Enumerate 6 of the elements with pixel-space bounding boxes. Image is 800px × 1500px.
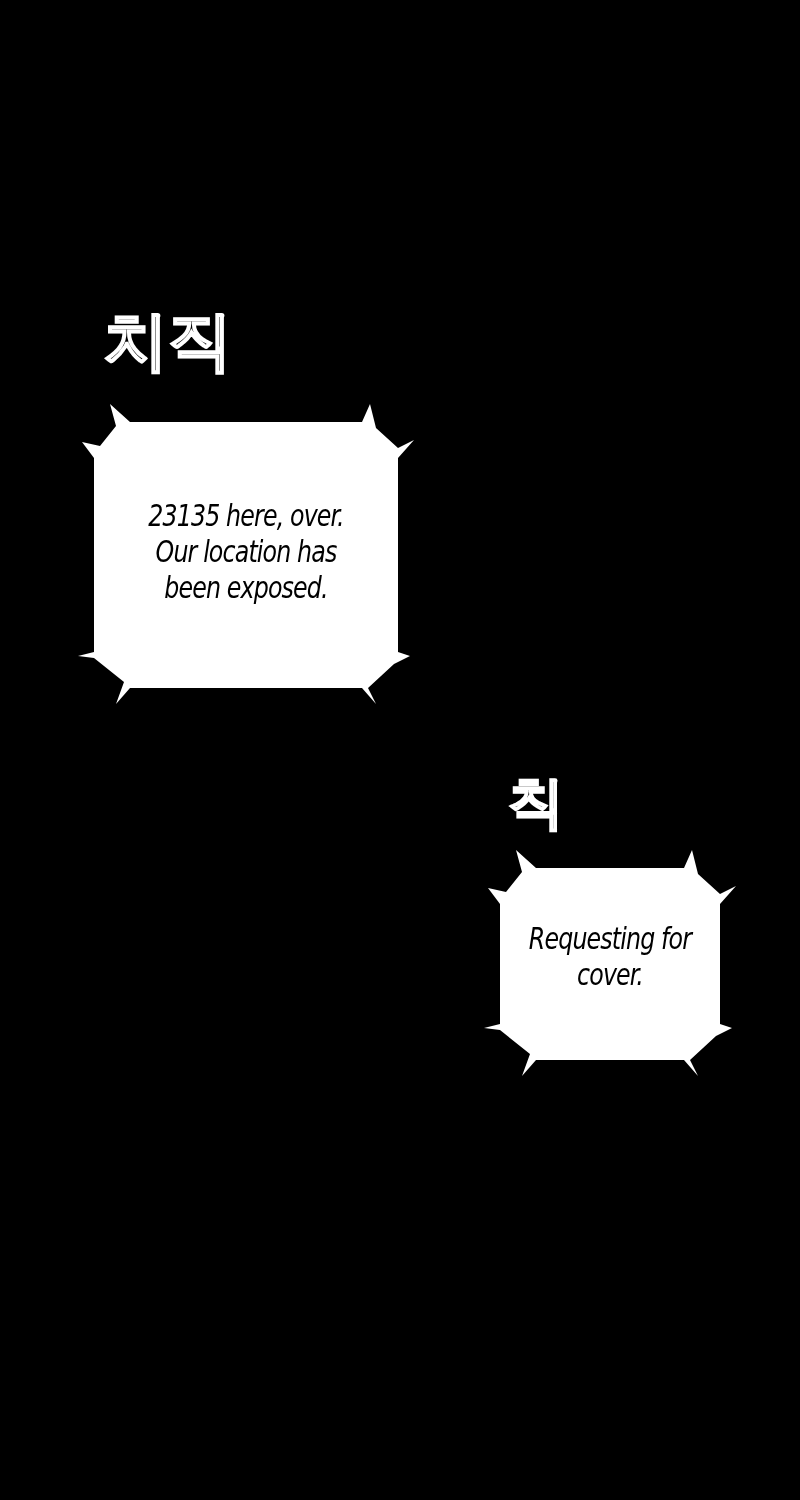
speech-bubble [484, 848, 736, 1076]
sound-effect-text: 칙 [508, 769, 564, 837]
dialogue-text: 23135 here, over. Our location has been exposed. [147, 497, 345, 605]
dialogue-text: Requesting for cover. [527, 920, 694, 992]
speech-bubble [78, 402, 414, 704]
sound-effect-text: 치직 [104, 303, 232, 380]
